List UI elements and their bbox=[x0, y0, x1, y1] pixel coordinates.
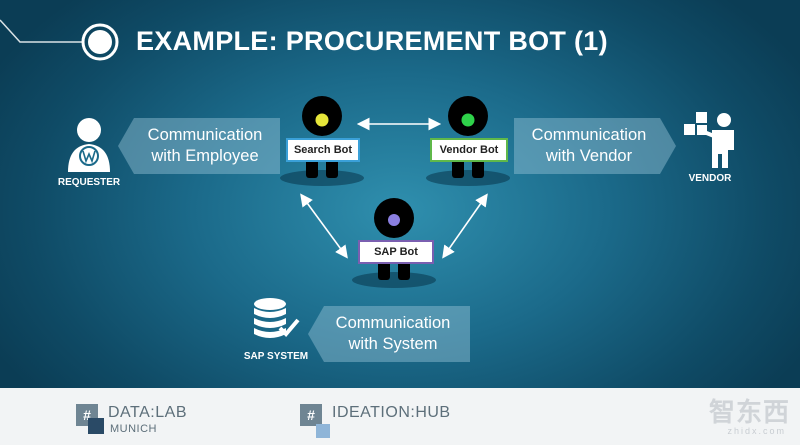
vendor-box-shape bbox=[514, 118, 676, 174]
arrow-search-sap bbox=[300, 193, 348, 259]
sap-bot: SAP Bot bbox=[352, 196, 436, 288]
datalab-logo-square bbox=[88, 418, 104, 434]
sap-bot-label: SAP Bot bbox=[358, 240, 434, 264]
requester-label: REQUESTER bbox=[57, 177, 121, 188]
ideationhub-logo-square bbox=[316, 424, 330, 438]
vendor-label: VENDOR bbox=[688, 173, 732, 184]
ideationhub-logo-text: IDEATION:HUB bbox=[332, 404, 451, 421]
watermark-url: zhidx.com bbox=[727, 426, 786, 436]
datalab-logo-subtext: MUNICH bbox=[110, 423, 157, 435]
sap-system-label: SAP SYSTEM bbox=[243, 351, 309, 362]
ideationhub-hash-logo: # bbox=[300, 404, 322, 426]
watermark-logo: 智东西 bbox=[708, 397, 790, 427]
employee-communication-box: Communication with Employee bbox=[130, 118, 280, 174]
vendor-bot-eye bbox=[461, 113, 475, 127]
vendor-bot: Vendor Bot bbox=[426, 94, 510, 186]
search-bot-figure bbox=[280, 96, 364, 186]
search-bot-eye bbox=[315, 113, 329, 127]
title-ring-decoration bbox=[0, 19, 119, 61]
sap-bot-eye bbox=[388, 214, 400, 226]
arrow-vendor-sap bbox=[442, 193, 488, 259]
page-title: EXAMPLE: PROCUREMENT BOT (1) bbox=[136, 26, 608, 56]
database-icon bbox=[254, 298, 300, 338]
sap-bot-figure bbox=[352, 198, 436, 288]
footer: # DATA:LAB MUNICH # IDEATION:HUB bbox=[0, 388, 800, 445]
requester-person-icon bbox=[68, 118, 110, 172]
system-box-shape bbox=[308, 306, 470, 362]
employee-box-line2: with Employee bbox=[151, 147, 259, 165]
search-bot-label: Search Bot bbox=[286, 138, 360, 162]
system-communication-box: Communication with System bbox=[318, 306, 468, 362]
employee-box-shape bbox=[118, 118, 280, 174]
datalab-logo-text: DATA:LAB bbox=[108, 404, 187, 421]
vendor-bot-figure bbox=[426, 96, 510, 186]
vendor-box-line1: Communication bbox=[531, 126, 647, 144]
employee-box-line1: Communication bbox=[147, 126, 263, 144]
system-box-line2: with System bbox=[348, 335, 438, 353]
vendor-box-line2: with Vendor bbox=[545, 147, 633, 165]
vendor-communication-box: Communication with Vendor bbox=[514, 118, 664, 174]
vendor-person-icon bbox=[684, 112, 734, 168]
system-box-line1: Communication bbox=[335, 314, 451, 332]
search-bot: Search Bot bbox=[280, 94, 364, 186]
vendor-bot-label: Vendor Bot bbox=[430, 138, 508, 162]
